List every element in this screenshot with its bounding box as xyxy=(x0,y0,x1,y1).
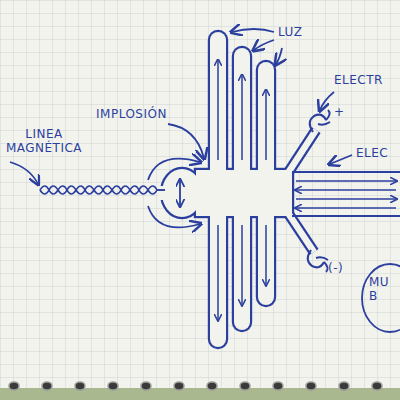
circle-outline xyxy=(360,262,400,334)
label-text: IMPLOSIÓN xyxy=(96,108,186,122)
label-light: LUZ xyxy=(278,26,328,40)
label-text: LUZ xyxy=(278,26,328,40)
circle-outline-shape xyxy=(362,264,400,332)
label-text: ELECTR xyxy=(334,74,396,88)
label-implosion: IMPLOSIÓN xyxy=(96,108,186,122)
label-magnetic-line: LINEA MAGNÉTICA xyxy=(4,128,84,156)
circle-note: MU B xyxy=(360,262,400,334)
label-text: + xyxy=(334,106,350,120)
label-electrode: ELECTR xyxy=(334,74,396,88)
label-plus: + xyxy=(334,106,350,120)
label-text: ELEC xyxy=(356,147,396,161)
label-text: LINEA MAGNÉTICA xyxy=(4,128,84,156)
label-minus: (-) xyxy=(328,262,354,276)
label-text: (-) xyxy=(328,262,354,276)
label-electrons: ELEC xyxy=(356,147,396,161)
circle-text: MU B xyxy=(369,276,395,304)
